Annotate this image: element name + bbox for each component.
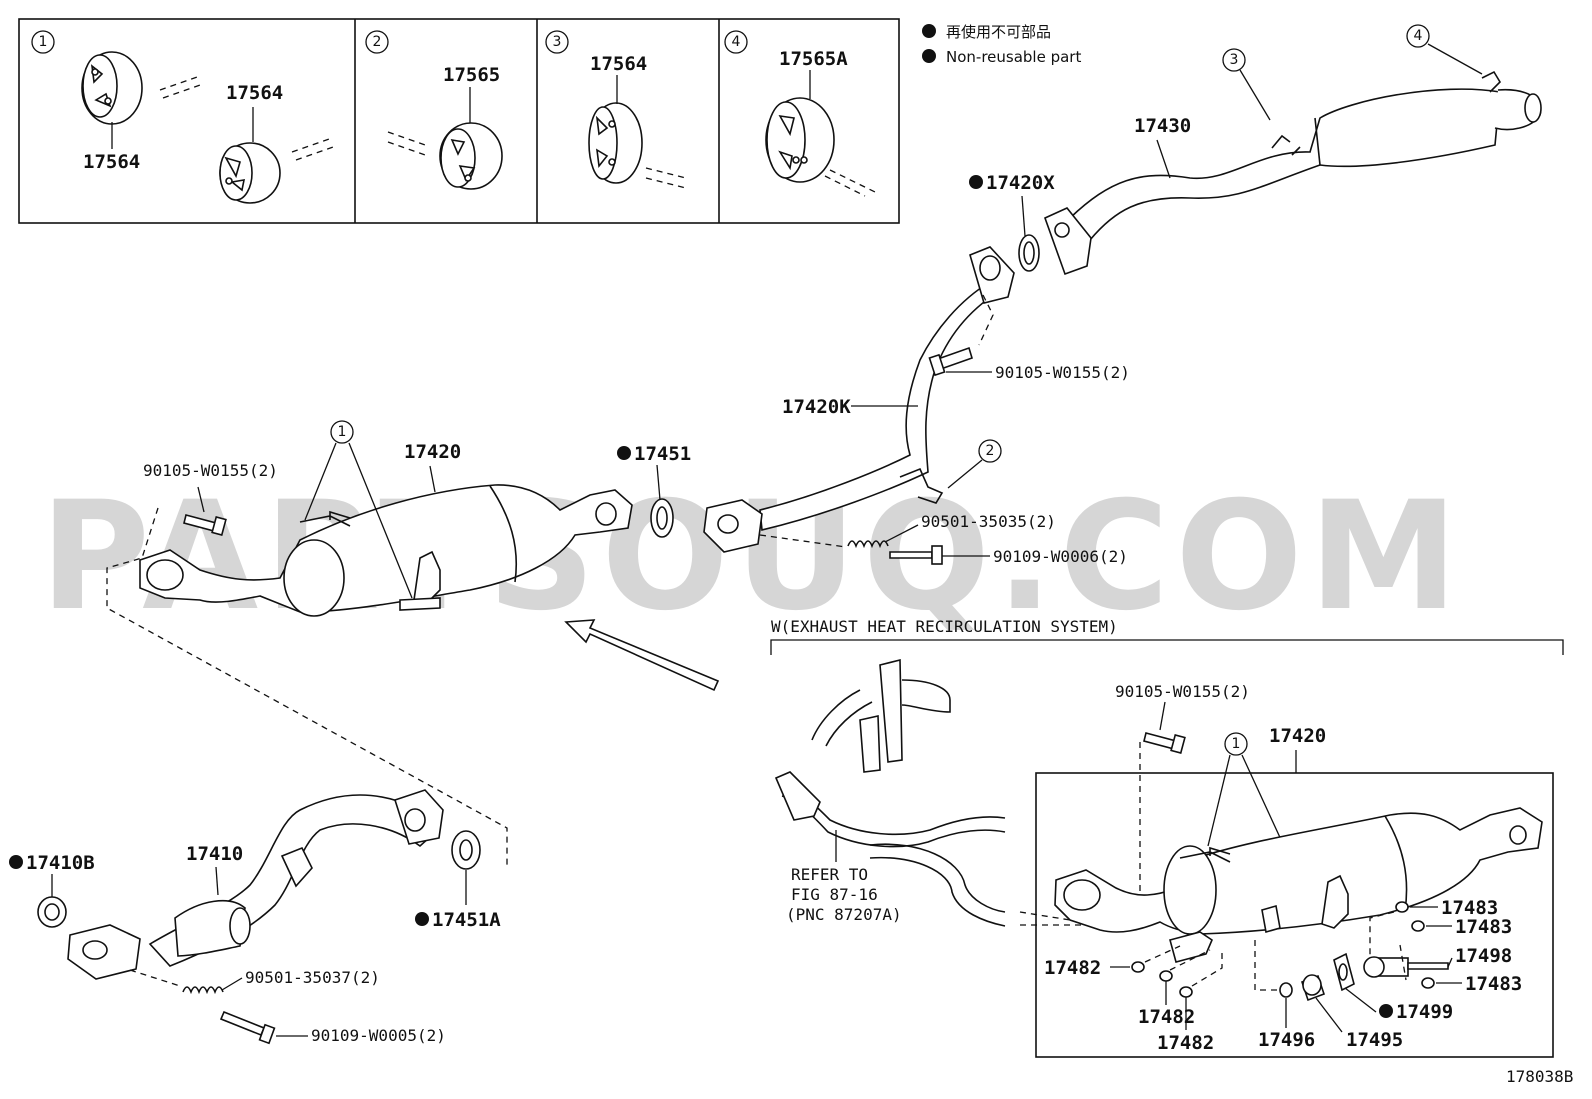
- inset-panel-1[interactable]: 1 17564 17564: [31, 30, 337, 204]
- non-reusable-dot-icon: [922, 49, 936, 63]
- bolt-17482-b[interactable]: 17482: [1138, 949, 1211, 1028]
- label-17483-b: 17483: [1455, 916, 1512, 938]
- part-17420-converter[interactable]: 17420 1: [139, 420, 633, 617]
- label-90105-W0155-w: 90105-W0155(2): [1115, 682, 1250, 701]
- refer-line-3: (PNC 87207A): [786, 905, 902, 924]
- direction-arrow-icon: [564, 619, 720, 692]
- inset-panels: 1 17564 17564 2: [18, 18, 900, 224]
- label-17482-a: 17482: [1044, 957, 1101, 979]
- label-90105-W0155-top: 90105-W0155(2): [995, 363, 1130, 382]
- w-section-bracket: [770, 639, 1564, 655]
- non-reusable-dot-icon: [9, 855, 23, 869]
- legend: 再使用不可部品 Non-reusable part: [922, 23, 1081, 66]
- panel-1-index: 1: [39, 34, 48, 50]
- part-17420X-gasket[interactable]: 17420X: [969, 172, 1055, 272]
- non-reusable-dot-icon: [1379, 1004, 1393, 1018]
- part-17495[interactable]: 17495: [1300, 974, 1403, 1051]
- label-17482-c: 17482: [1157, 1032, 1214, 1054]
- rubber-hanger-icon: [439, 122, 503, 190]
- bolt-90105-W0155-left[interactable]: 90105-W0155(2): [106, 461, 508, 868]
- part-17420-converter-w[interactable]: [1019, 807, 1543, 963]
- bolt-17482-c[interactable]: 17482: [1157, 950, 1223, 1054]
- rubber-hanger-icon: [765, 97, 835, 183]
- label-90109-W0006: 90109-W0006(2): [993, 547, 1128, 566]
- part-17410B-gasket[interactable]: 17410B: [9, 852, 95, 928]
- label-17451A: 17451A: [432, 909, 501, 931]
- callout-4: 4: [1414, 28, 1423, 44]
- spring-90501-35035[interactable]: 90501-35035(2): [759, 512, 1056, 549]
- refer-line-2: FIG 87-16: [791, 885, 878, 904]
- bolt-17483-c[interactable]: 17483: [1421, 973, 1522, 995]
- callout-1-w: 1: [1232, 736, 1241, 752]
- part-17420K-center-pipe[interactable]: 17420K 2: [703, 246, 1015, 553]
- label-17420K: 17420K: [782, 396, 851, 418]
- bolt-17482-a[interactable]: 17482: [1044, 945, 1181, 979]
- label-17565A: 17565A: [779, 48, 848, 70]
- rubber-hanger-icon: [588, 102, 643, 184]
- bolt-90109-W0005[interactable]: 90109-W0005(2): [219, 1010, 446, 1045]
- w-section: W(EXHAUST HEAT RECIRCULATION SYSTEM) REF…: [770, 617, 1564, 1058]
- inset-frame: [18, 18, 900, 224]
- label-90105-W0155-left: 90105-W0155(2): [143, 461, 278, 480]
- bolt-17483-b[interactable]: 17483: [1411, 916, 1512, 938]
- label-17564-b: 17564: [226, 82, 283, 104]
- callout-3: 3: [1230, 52, 1239, 68]
- rubber-hanger-icon: [81, 51, 143, 125]
- part-17451-gasket[interactable]: 17451: [617, 443, 691, 538]
- label-17564-a: 17564: [83, 151, 140, 173]
- label-90501-35037: 90501-35037(2): [245, 968, 380, 987]
- part-17430-tail-pipe[interactable]: 17430 3 4: [1043, 24, 1542, 276]
- panel-2-index: 2: [373, 34, 382, 50]
- label-17451: 17451: [634, 443, 691, 465]
- diagram-code: 178038B: [1506, 1067, 1573, 1086]
- non-reusable-dot-icon: [922, 24, 936, 38]
- callout-2: 2: [986, 443, 995, 459]
- bolt-90105-W0155-top[interactable]: 90105-W0155(2): [928, 294, 1130, 382]
- label-17565: 17565: [443, 64, 500, 86]
- w-section-title: W(EXHAUST HEAT RECIRCULATION SYSTEM): [771, 617, 1118, 636]
- inset-panel-2[interactable]: 2 17565: [365, 30, 503, 190]
- label-17420-w: 17420: [1269, 725, 1326, 747]
- non-reusable-dot-icon: [617, 446, 631, 460]
- label-17482-b: 17482: [1138, 1006, 1195, 1028]
- part-17410-front-pipe[interactable]: 17410: [67, 789, 444, 980]
- non-reusable-dot-icon: [969, 175, 983, 189]
- label-17420: 17420: [404, 441, 461, 463]
- label-17564-c: 17564: [590, 53, 647, 75]
- inset-panel-4[interactable]: 4 17565A: [724, 30, 876, 197]
- legend-ja: 再使用不可部品: [946, 23, 1051, 41]
- label-17495: 17495: [1346, 1029, 1403, 1051]
- label-17410B: 17410B: [26, 852, 95, 874]
- label-17483-c: 17483: [1465, 973, 1522, 995]
- spring-90501-35037[interactable]: 90501-35037(2): [182, 968, 380, 995]
- legend-en: Non-reusable part: [946, 48, 1081, 66]
- label-17420X: 17420X: [986, 172, 1055, 194]
- label-17410: 17410: [186, 843, 243, 865]
- bolt-17483-a[interactable]: 17483: [1395, 897, 1498, 919]
- label-17496: 17496: [1258, 1029, 1315, 1051]
- panel-3-index: 3: [553, 34, 562, 50]
- panel-4-index: 4: [732, 34, 741, 50]
- refer-line-1: REFER TO: [791, 865, 868, 884]
- part-17496[interactable]: 17496: [1258, 982, 1315, 1051]
- inset-panel-3[interactable]: 3 17564: [545, 30, 687, 189]
- label-90501-35035: 90501-35035(2): [921, 512, 1056, 531]
- part-17451A-gasket[interactable]: 17451A: [415, 830, 501, 931]
- gasket-17499[interactable]: 17499: [1333, 952, 1453, 1023]
- label-17430: 17430: [1134, 115, 1191, 137]
- label-90109-W0005: 90109-W0005(2): [311, 1026, 446, 1045]
- non-reusable-dot-icon: [415, 912, 429, 926]
- watermark: PARTSOUQ.COM: [40, 470, 1464, 644]
- label-17499: 17499: [1396, 1001, 1453, 1023]
- callout-1-main: 1: [338, 424, 347, 440]
- bolt-90105-W0155-w[interactable]: 90105-W0155(2): [1020, 682, 1250, 926]
- valve-17498[interactable]: 17498: [1363, 945, 1512, 978]
- label-17498: 17498: [1455, 945, 1512, 967]
- coolant-hoses: [774, 658, 1006, 927]
- bolt-90109-W0006[interactable]: 90109-W0006(2): [889, 545, 1128, 566]
- label-17483-a: 17483: [1441, 897, 1498, 919]
- rubber-hanger-icon: [219, 142, 281, 204]
